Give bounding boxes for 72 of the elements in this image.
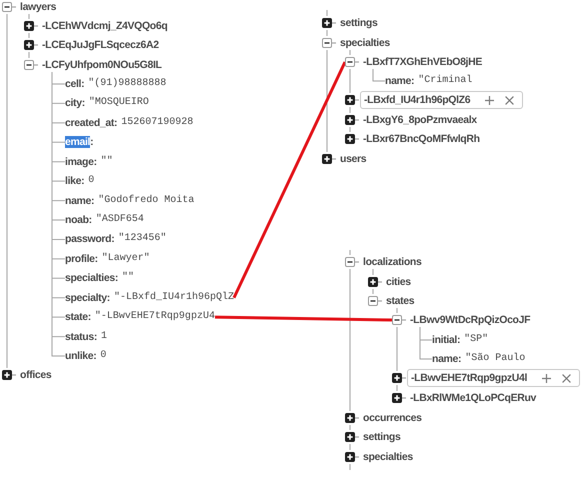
field-key: state: (65, 310, 91, 324)
field-key: name: (65, 194, 94, 208)
key-label: states (386, 294, 414, 308)
key-label: cities (386, 275, 411, 289)
key-label: users (340, 152, 366, 166)
tree-line (326, 30, 328, 36)
field-value: 152607190928 (121, 116, 194, 130)
key-label: specialties (363, 450, 413, 464)
tree-line (28, 52, 30, 58)
field-key: specialty: (65, 290, 110, 305)
field-key: like: (65, 174, 84, 188)
key-label: localizations (363, 255, 422, 269)
key-label: lawyers (20, 0, 56, 14)
key-label: occurrences (363, 411, 422, 425)
tree-line (396, 384, 398, 392)
key-label: settings (363, 430, 400, 444)
field-key: specialties: (65, 271, 118, 286)
field-value: "" (100, 154, 113, 169)
field-key: unlike: (65, 349, 96, 364)
key-label: -LBxfd_IU4r1h96pQlZ6 (364, 93, 470, 107)
field-key: name: (432, 352, 462, 366)
field-value: "-LBxfd_IU4r1h96pQlZ (114, 290, 234, 305)
tree-line (396, 308, 398, 314)
tree-line (326, 50, 328, 152)
key-label: -LBxr67BncQoMFfwlqRh (363, 132, 480, 146)
field-value: "Lawyer" (102, 252, 150, 266)
tree-line (326, 10, 328, 16)
tree-line (28, 14, 30, 20)
field-key: cell: (65, 77, 84, 91)
field-key: password: (65, 232, 114, 246)
connector-line (232, 61, 346, 298)
field-value: "São Paulo (465, 352, 526, 366)
key-label: -LBwv9WtDcRpQizOcoJF (410, 313, 530, 327)
field-value: 1 (100, 330, 107, 344)
key-label: settings (340, 16, 378, 30)
field-key: created_at: (65, 116, 118, 130)
key-label: -LBxfT7XGhEhVEbO8jHE (363, 55, 482, 69)
field-key: status: (65, 330, 97, 344)
key-label: -LBxgY6_8poPzmvaealx (363, 113, 477, 127)
field-value: "MOSQUEIRO (88, 96, 149, 110)
tree-line (396, 326, 398, 372)
key-label: -LCEhWVdcmj_Z4VQQo6q (42, 19, 168, 33)
field-key: email: (65, 135, 94, 150)
field-value: "" (122, 271, 134, 286)
connector-line (214, 316, 392, 322)
key-label: -LBwvEHE7tRqp9gpzU4l (411, 371, 528, 385)
field-value: "123456" (118, 232, 166, 246)
field-value: "(91)98888888 (88, 77, 166, 91)
tree-line (372, 288, 374, 294)
field-value: "Criminal (418, 74, 472, 88)
key-label: -LCEqJuJgFLSqcecz6A2 (42, 38, 159, 52)
key-label: -LCFyUhfpom0NOu5G8IL (42, 58, 162, 72)
field-key: initial: (432, 333, 460, 347)
field-key: noab: (65, 213, 92, 227)
field-value: "-LBwvEHE7tRqp9gpzU4 (94, 310, 215, 324)
tree-line (420, 326, 432, 360)
field-value: "ASDF654 (96, 213, 144, 227)
tree-line (6, 14, 8, 368)
key-label: offices (20, 368, 52, 382)
field-value: 0 (100, 349, 106, 364)
field-value: "SP" (464, 333, 488, 347)
tree-line (372, 68, 386, 82)
field-value: 0 (88, 174, 94, 188)
field-key: city: (65, 96, 85, 110)
tree-line (28, 32, 30, 38)
field-key: image: (65, 154, 97, 169)
key-label: -LBxRlWMe1QLoPCqERuv (410, 391, 536, 405)
field-key: profile: (65, 252, 98, 266)
key-label: specialties (340, 36, 390, 50)
field-value: "Godofredo Moita (98, 194, 194, 208)
tree-line (372, 268, 374, 276)
field-key: name: (385, 74, 414, 88)
